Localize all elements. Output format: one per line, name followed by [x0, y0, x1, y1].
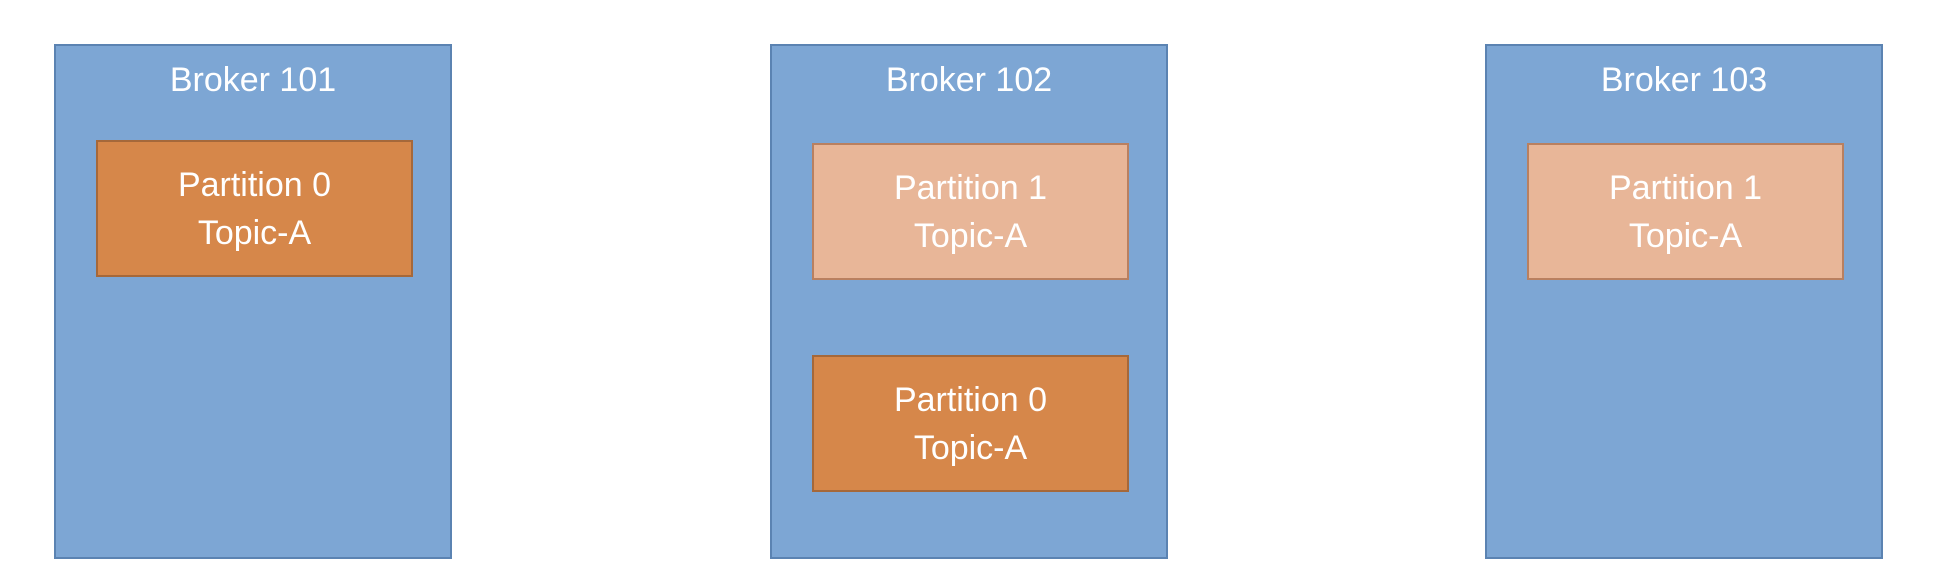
partition-box: Partition 0 Topic-A: [812, 355, 1129, 492]
partition-label: Partition 0: [893, 380, 1048, 419]
partition-box: Partition 1 Topic-A: [812, 143, 1129, 280]
broker-title: Broker 101: [169, 61, 337, 99]
broker-101-box: Broker 101 Partition 0 Topic-A: [54, 44, 452, 559]
partition-box: Partition 1 Topic-A: [1527, 143, 1844, 280]
partition-label: Partition 1: [1608, 168, 1763, 207]
broker-title: Broker 103: [1600, 61, 1768, 99]
topic-label: Topic-A: [913, 428, 1028, 467]
partition-label: Partition 1: [893, 168, 1048, 207]
partition-box: Partition 0 Topic-A: [96, 140, 413, 277]
broker-102-box: Broker 102 Partition 1 Topic-A Partition…: [770, 44, 1168, 559]
topic-label: Topic-A: [197, 213, 312, 252]
broker-103-box: Broker 103 Partition 1 Topic-A: [1485, 44, 1883, 559]
broker-title: Broker 102: [885, 61, 1053, 99]
topic-label: Topic-A: [913, 216, 1028, 255]
partition-label: Partition 0: [177, 165, 332, 204]
topic-label: Topic-A: [1628, 216, 1743, 255]
